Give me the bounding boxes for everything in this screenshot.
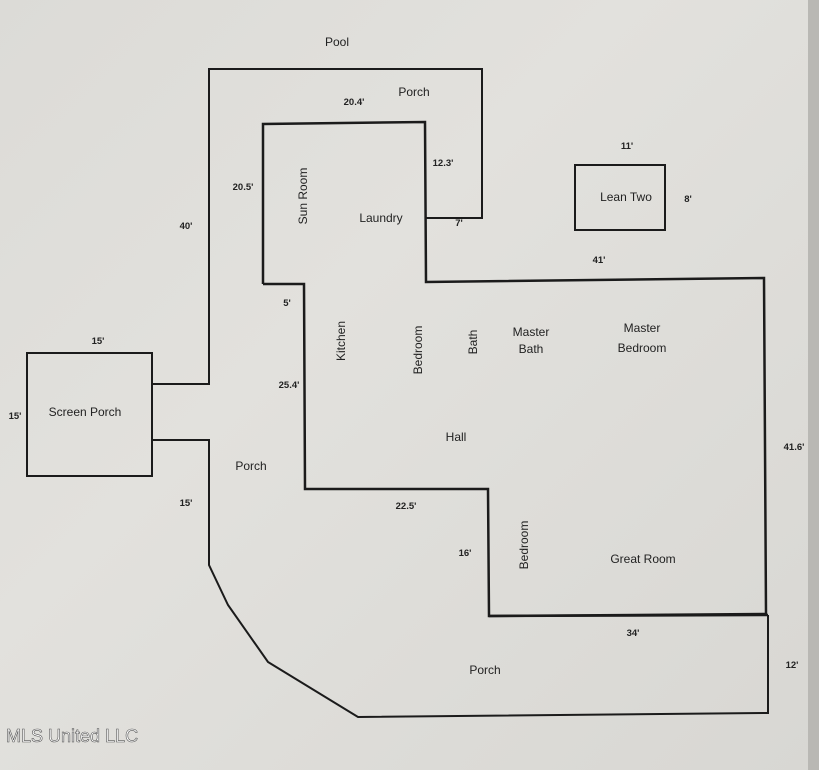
- dim-left-wing-length: 40': [180, 221, 193, 232]
- dim-laundry-width: 7': [455, 218, 463, 229]
- dim-porch-top-width: 20.4': [344, 97, 365, 108]
- page-edge: [808, 0, 819, 770]
- pool-label: Pool: [325, 35, 349, 49]
- dim-screen-porch-width: 15': [92, 336, 105, 347]
- dim-porch-bottom-depth: 12': [786, 660, 799, 671]
- dim-kitchen-length: 25.4': [279, 380, 300, 391]
- dim-lean-two-depth: 8': [684, 194, 692, 205]
- lean-two-box: [574, 164, 666, 231]
- outer-porch-outline: [152, 68, 483, 385]
- dim-screen-porch-depth: 15': [9, 411, 22, 422]
- screen-porch-box: [26, 352, 153, 477]
- bedroom-2-label: Bedroom: [517, 521, 531, 570]
- watermark-text: MLS United LLC: [6, 726, 138, 746]
- screen-porch-label: Screen Porch: [49, 405, 122, 419]
- dim-porch-left-depth: 15': [180, 498, 193, 509]
- master-bedroom-label-line1: Master: [624, 321, 661, 335]
- dim-bedroom-2-depth: 16': [459, 548, 472, 559]
- sun-room-label: Sun Room: [296, 168, 310, 225]
- dim-great-room-width: 34': [627, 628, 640, 639]
- bath-label: Bath: [466, 330, 480, 355]
- porch-top-label: Porch: [398, 85, 429, 99]
- dim-house-depth-right: 41.6': [784, 442, 805, 453]
- outer-porch-outline-lower: [152, 439, 769, 719]
- master-bedroom-label-line2: Bedroom: [618, 341, 667, 355]
- dim-sun-room-depth: 20.5': [233, 182, 254, 193]
- dim-house-width-top: 41': [593, 255, 606, 266]
- dim-hall-width: 22.5': [396, 501, 417, 512]
- dim-step-5: 5': [283, 298, 291, 309]
- porch-left-label: Porch: [235, 459, 266, 473]
- laundry-label: Laundry: [359, 211, 402, 225]
- lean-two-label: Lean Two: [600, 190, 652, 204]
- master-bath-label-line1: Master: [513, 325, 550, 339]
- kitchen-label: Kitchen: [334, 321, 348, 361]
- hall-label: Hall: [446, 430, 467, 444]
- dim-laundry-depth: 12.3': [433, 158, 454, 169]
- bedroom-1-label: Bedroom: [411, 326, 425, 375]
- porch-bottom-label: Porch: [469, 663, 500, 677]
- great-room-label: Great Room: [610, 552, 675, 566]
- master-bath-label-line2: Bath: [519, 342, 544, 356]
- dim-lean-two-width: 11': [621, 141, 633, 152]
- great-room-bottom-wall: [488, 613, 769, 618]
